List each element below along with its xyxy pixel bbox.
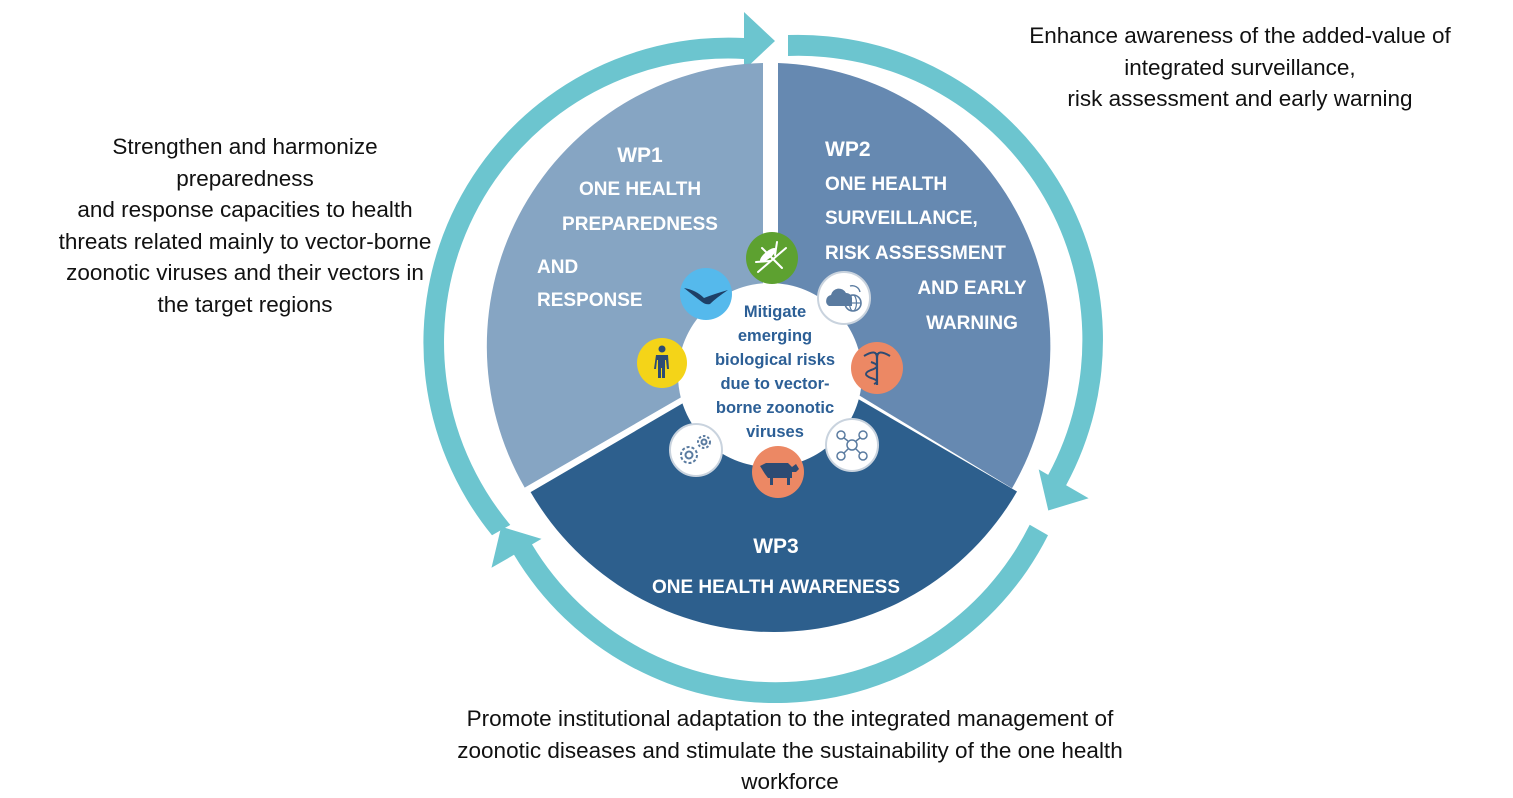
- cow-icon: [752, 446, 804, 498]
- caduceus-icon: [851, 342, 903, 394]
- wp1-description-line: and response capacities to health: [77, 197, 413, 222]
- wp3-title: WP3: [753, 535, 799, 558]
- wp2-name-line: AND EARLY: [917, 278, 1026, 299]
- cloud-globe-icon: [817, 271, 871, 325]
- wp2-description-line: Enhance awareness of the added-value of: [1029, 23, 1451, 48]
- human-figure-icon: [637, 338, 687, 388]
- wp2-name-line: WARNING: [926, 313, 1018, 334]
- wp2-name-line: RISK ASSESSMENT: [825, 243, 1006, 264]
- wp2-name-line: ONE HEALTH: [825, 174, 947, 195]
- wp2-description-line: risk assessment and early warning: [1067, 86, 1413, 111]
- wp3-label: WP3 ONE HEALTH AWARENESS: [652, 535, 900, 598]
- wp1-title: WP1: [617, 144, 663, 167]
- center-line: emerging: [738, 327, 812, 345]
- ring-arc-wp3: [491, 524, 1048, 704]
- network-people-icon: [825, 418, 879, 472]
- wp3-description: Promote institutional adaptation to the …: [330, 703, 1250, 798]
- wp2-description: Enhance awareness of the added-value of …: [975, 20, 1505, 115]
- wp2-label: WP2 ONE HEALTH SURVEILLANCE, RISK ASSESS…: [825, 138, 1027, 334]
- wp3-description-line: Promote institutional adaptation to the …: [466, 706, 1114, 731]
- center-line: due to vector-: [720, 375, 829, 393]
- wp1-label: WP1 ONE HEALTH PREPAREDNESS AND RESPONSE: [537, 144, 718, 311]
- center-line: Mitigate: [744, 303, 806, 321]
- wp1-name-line: AND: [537, 257, 578, 278]
- theme-icons: [637, 232, 903, 498]
- bird-icon: [680, 268, 732, 320]
- center-line: borne zoonotic: [716, 399, 834, 417]
- wp1-description-line: zoonotic viruses and their vectors in: [66, 260, 424, 285]
- wp1-description-line: threats related mainly to vector-borne: [58, 228, 432, 254]
- ring-arc-wp1: [423, 12, 775, 536]
- wp3-name-line: ONE HEALTH AWARENESS: [652, 577, 900, 598]
- wp1-name-line: ONE HEALTH: [579, 179, 701, 200]
- wp2-name-line: SURVEILLANCE,: [825, 208, 978, 229]
- wp1-description-line: Strengthen and harmonize: [112, 134, 378, 159]
- center-circle: [678, 283, 862, 467]
- ring-arc-wp2: [788, 34, 1103, 511]
- cycle-ring: [423, 12, 1103, 704]
- wp1-description: Strengthen and harmonize preparedness an…: [15, 131, 475, 320]
- gears-icon: [669, 423, 723, 477]
- wp2-description-line: integrated surveillance,: [1124, 54, 1356, 80]
- wp1-name-line: RESPONSE: [537, 290, 643, 311]
- mosquito-icon: [746, 232, 798, 284]
- center-statement: Mitigate emerging biological risks due t…: [715, 303, 835, 441]
- wp2-title: WP2: [825, 138, 871, 161]
- wp3-description-line: workforce: [741, 769, 839, 794]
- wp1-description-line: the target regions: [157, 291, 333, 317]
- center-line: viruses: [746, 423, 804, 441]
- center-line: biological risks: [715, 351, 835, 369]
- wp1-name-line: PREPAREDNESS: [562, 214, 718, 235]
- wp1-description-line: preparedness: [176, 165, 314, 191]
- wp3-description-line: zoonotic diseases and stimulate the sust…: [457, 737, 1123, 763]
